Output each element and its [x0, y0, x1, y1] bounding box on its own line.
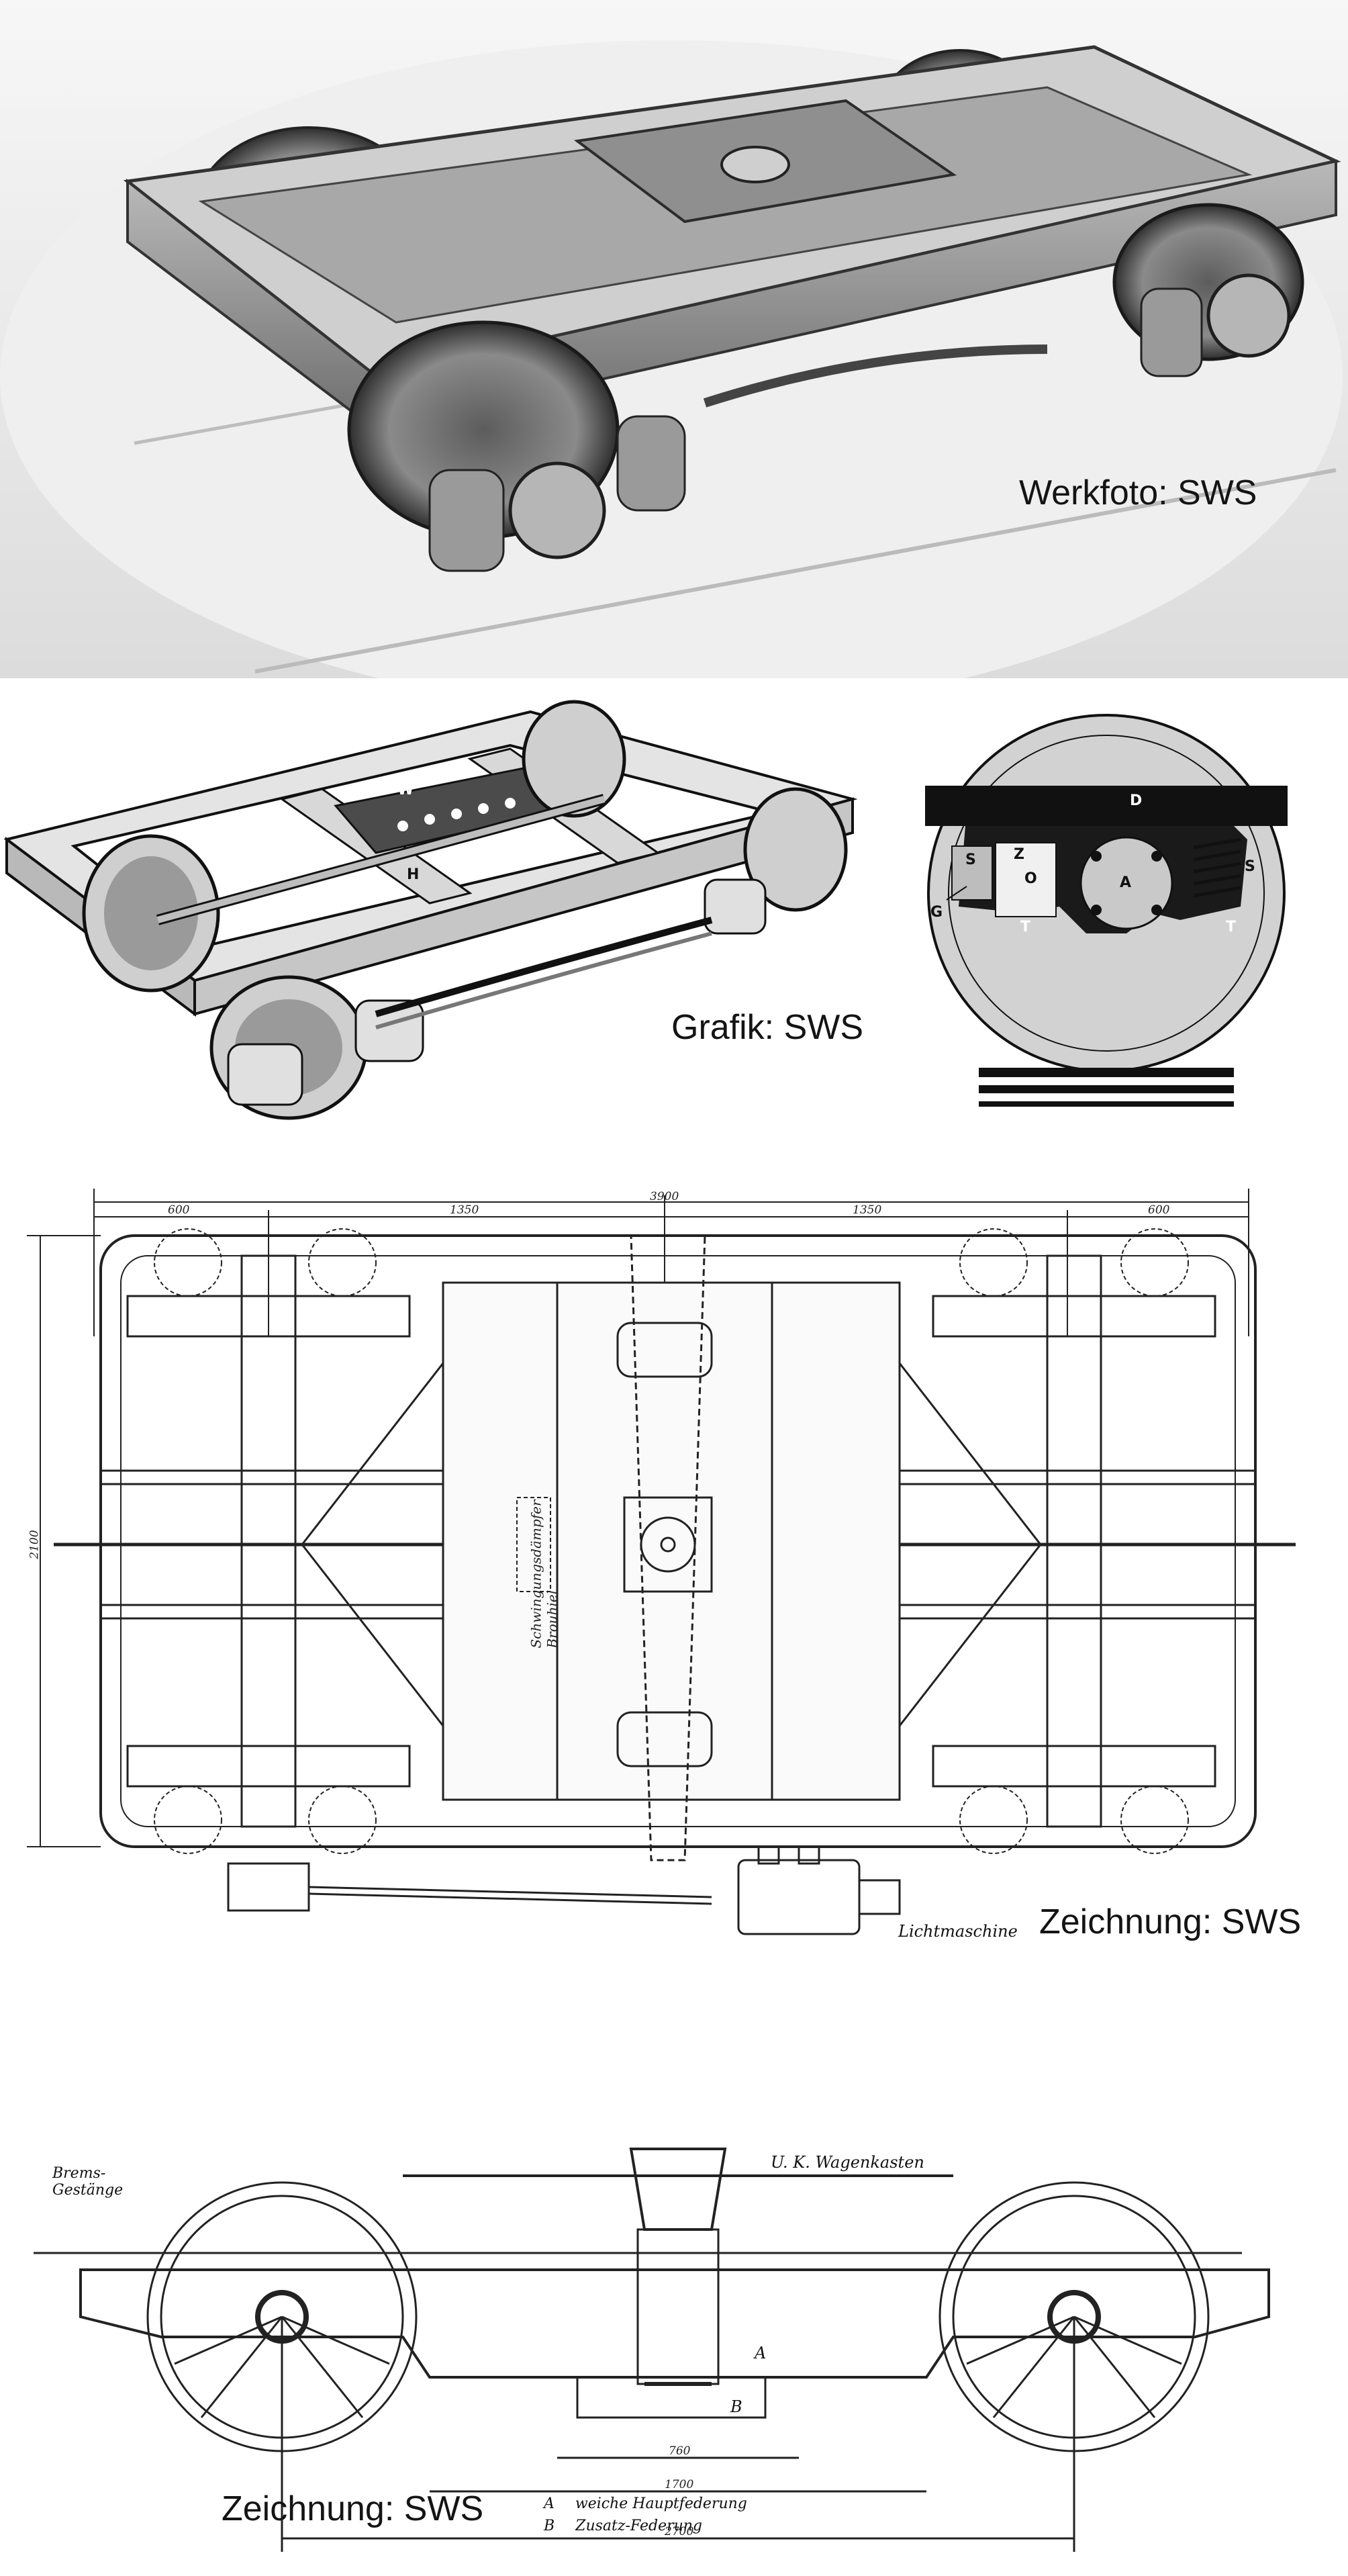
legend-row-b: B Zusatz-Federung: [544, 2518, 747, 2534]
bogie-isometric-graphic: W W H: [0, 698, 873, 1128]
section-letter-z: Z: [1014, 846, 1024, 863]
graphic-credit: Grafik: SWS: [671, 1008, 864, 1047]
label-spring-a: A: [755, 2344, 767, 2362]
dim-2700: 2700: [665, 2525, 694, 2538]
dim-1700: 1700: [665, 2478, 694, 2491]
side-drawing-credit: Zeichnung: SWS: [222, 2489, 484, 2528]
side-view-svg: [34, 2148, 1270, 2552]
label-generator: Lichtmaschine: [898, 1922, 1018, 1941]
label-spring-b: B: [730, 2397, 742, 2416]
dim-2100-width: 2100: [28, 1530, 42, 1559]
label-brake-linkage: Brems- Gestänge: [52, 2165, 124, 2199]
section-letter-t-right: T: [1226, 919, 1237, 935]
bogie-photo-illustration: [0, 0, 1348, 678]
legend-key-a: A: [544, 2495, 555, 2512]
wheel-section-diagram: D S S Z O A G T T: [925, 705, 1288, 1108]
section-letter-s-left: S: [965, 852, 976, 868]
section-letter-o: O: [1024, 870, 1037, 887]
dim-600-left: 600: [168, 1203, 190, 1217]
legend-key-b: B: [544, 2518, 555, 2534]
dim-3900-total: 3900: [650, 1190, 679, 1203]
plan-view-drawing: 600 1350 3900 1350 600 2100 Schwingungsd…: [0, 1162, 1348, 1961]
dim-1350-left: 1350: [450, 1203, 479, 1217]
legend-row-a: A weiche Hauptfederung: [544, 2495, 747, 2512]
side-view-drawing: Brems- Gestänge U. K. Wagenkasten A B 76…: [0, 2095, 1348, 2565]
label-damper: Schwingungsdämpfer Brouhiel: [528, 1500, 561, 1649]
dim-1350-right: 1350: [853, 1203, 882, 1217]
spring-legend: A weiche Hauptfederung B Zusatz-Federung: [544, 2495, 747, 2534]
plan-drawing-credit: Zeichnung: SWS: [1039, 1902, 1302, 1941]
photo-credit: Werkfoto: SWS: [1019, 473, 1257, 512]
iso-letter-h: H: [407, 866, 420, 883]
section-letter-d: D: [1130, 792, 1143, 809]
section-letter-t-left: T: [1020, 919, 1031, 935]
plan-view-svg: [27, 1189, 1296, 1935]
legend-text-b: Zusatz-Federung: [575, 2518, 703, 2534]
section-letter-g: G: [930, 904, 943, 921]
dim-760: 760: [669, 2444, 691, 2458]
section-letter-s-right: S: [1245, 858, 1255, 875]
bogie-photo: [0, 0, 1348, 678]
legend-text-a: weiche Hauptfederung: [575, 2495, 747, 2512]
dim-600-right: 600: [1148, 1203, 1170, 1217]
iso-letter-w1: W: [397, 782, 414, 798]
iso-letter-w2: W: [529, 846, 546, 863]
label-car-body: U. K. Wagenkasten: [771, 2153, 924, 2172]
wheel-section-drawing: [925, 714, 1288, 1107]
isometric-frame-drawing: [3, 700, 858, 1120]
section-letter-a: A: [1120, 874, 1132, 891]
